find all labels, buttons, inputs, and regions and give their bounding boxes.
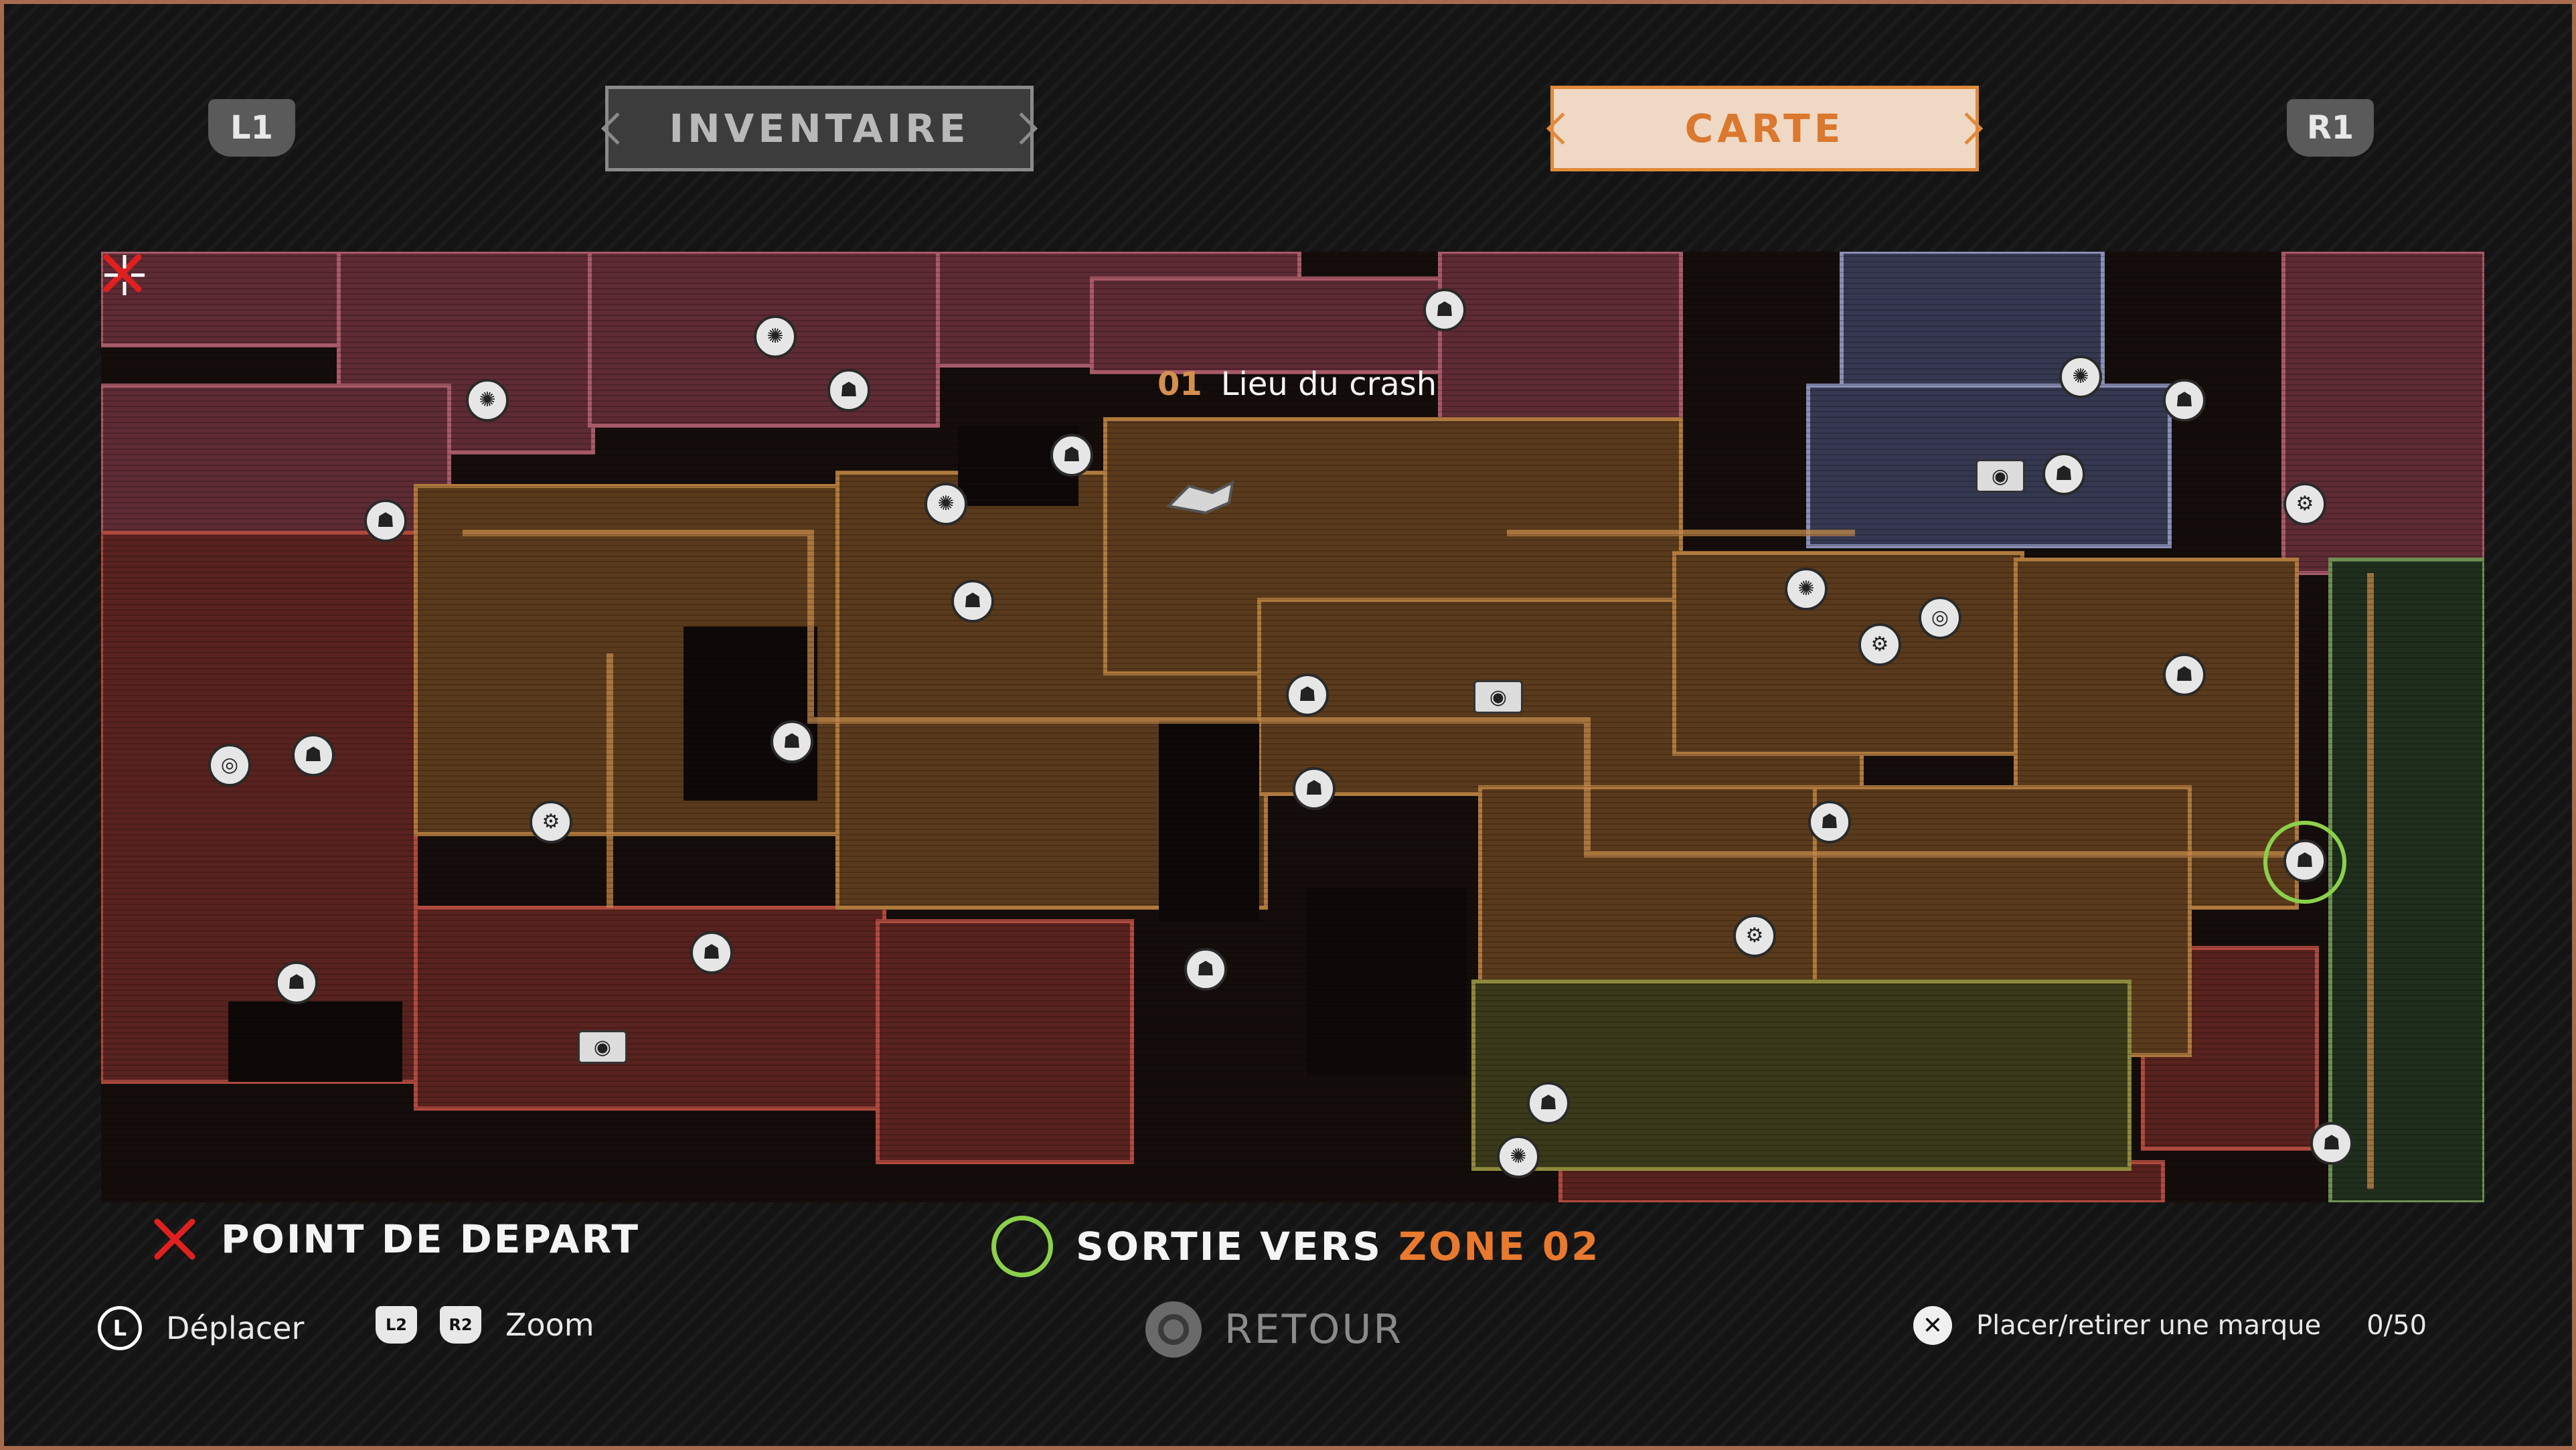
robot-icon[interactable]: ☗ [690,931,733,974]
move-label: Déplacer [166,1310,305,1346]
green-ring-icon [991,1216,1053,1277]
tab-inventaire[interactable]: INVENTAIRE [600,86,1038,171]
map-rooms [101,252,2484,1202]
wrench-gear-icon[interactable]: ⚙ [2283,483,2326,526]
robot-icon[interactable]: ☗ [1286,673,1329,716]
mark-count: 0/50 [2366,1310,2427,1341]
cross-button-icon: ✕ [1913,1306,1952,1345]
tab-label: CARTE [1684,106,1845,151]
start-point-marker [103,254,142,293]
wrench-gear-icon[interactable]: ⚙ [1733,914,1776,957]
robot-icon[interactable]: ☗ [1050,434,1093,477]
exit-zone-label: ZONE 02 [1398,1224,1601,1269]
circle-button-icon [1145,1301,1202,1358]
robot-icon[interactable]: ☗ [2310,1122,2353,1165]
wrench-gear-icon[interactable]: ⚙ [1858,623,1901,666]
spiral-icon[interactable]: ◎ [208,744,251,787]
robot-icon[interactable]: ☗ [292,734,335,777]
control-move: L Déplacer [98,1306,304,1350]
l2-trigger-icon: L2 [376,1306,417,1344]
robot-icon[interactable]: ☗ [1184,948,1227,991]
tab-label: INVENTAIRE [669,106,970,151]
control-mark: ✕ Placer/retirer une marque 0/50 [1913,1306,2427,1345]
wrench-gear-icon[interactable]: ⚙ [530,801,572,843]
robot-icon[interactable]: ☗ [1293,767,1336,810]
robot-icon[interactable]: ☗ [1808,801,1851,843]
spiral-icon[interactable]: ◎ [1919,596,1961,639]
fan-icon[interactable]: ✺ [754,315,797,358]
fan-icon[interactable]: ✺ [1497,1135,1540,1178]
control-zoom: L2 R2 Zoom [376,1306,594,1344]
eye-icon[interactable]: ◉ [578,1030,627,1064]
back-label: RETOUR [1224,1306,1404,1353]
zone-number: 01 [1157,366,1202,403]
zone-title: 01 Lieu du crash [1157,366,1437,403]
legend-exit: SORTIE VERS ZONE 02 [991,1216,1600,1277]
mark-label: Placer/retirer une marque [1976,1310,2322,1341]
fan-icon[interactable]: ✺ [1785,568,1828,611]
fan-icon[interactable]: ✺ [2059,355,2102,398]
l1-shoulder-button[interactable]: L1 [208,99,295,157]
robot-icon[interactable]: ☗ [827,369,870,412]
eye-icon[interactable]: ◉ [1473,680,1523,714]
tab-carte[interactable]: CARTE [1546,86,1984,171]
r2-trigger-icon: R2 [440,1306,481,1344]
robot-icon[interactable]: ☗ [364,499,407,542]
robot-icon[interactable]: ☗ [951,580,994,623]
robot-icon[interactable]: ☗ [2163,379,2206,422]
r1-shoulder-button[interactable]: R1 [2287,99,2374,157]
red-x-icon [154,1218,195,1260]
zone-name: Lieu du crash [1220,366,1437,403]
robot-icon[interactable]: ☗ [1527,1082,1570,1125]
eye-icon[interactable]: ◉ [1976,459,2025,493]
back-button[interactable]: RETOUR [1145,1301,1403,1358]
zoom-label: Zoom [505,1307,594,1343]
fan-icon[interactable]: ✺ [924,483,967,526]
exit-label: SORTIE VERS [1076,1224,1383,1269]
robot-icon[interactable]: ☗ [2042,453,2085,495]
map-cursor-icon [104,255,145,295]
legend-start: POINT DE DEPART [151,1216,640,1263]
start-label: POINT DE DEPART [221,1216,641,1262]
robot-icon[interactable]: ☗ [275,961,318,1004]
fan-icon[interactable]: ✺ [466,379,509,422]
crash-ship-icon [1165,480,1234,515]
robot-icon[interactable]: ☗ [1423,289,1466,331]
robot-icon[interactable]: ☗ [2163,653,2206,696]
exit-zone-marker[interactable] [2263,821,2346,904]
zone-map[interactable]: ✺ ✺ ☗ ✺ ☗ ☗ ☗ ☗ ☗ ☗ ☗ ☗ ◎ ⚙ ☗ ☗ ☗ ✺ ⚙ ◎ … [101,252,2484,1202]
robot-icon[interactable]: ☗ [771,720,813,763]
left-stick-icon: L [98,1306,142,1350]
